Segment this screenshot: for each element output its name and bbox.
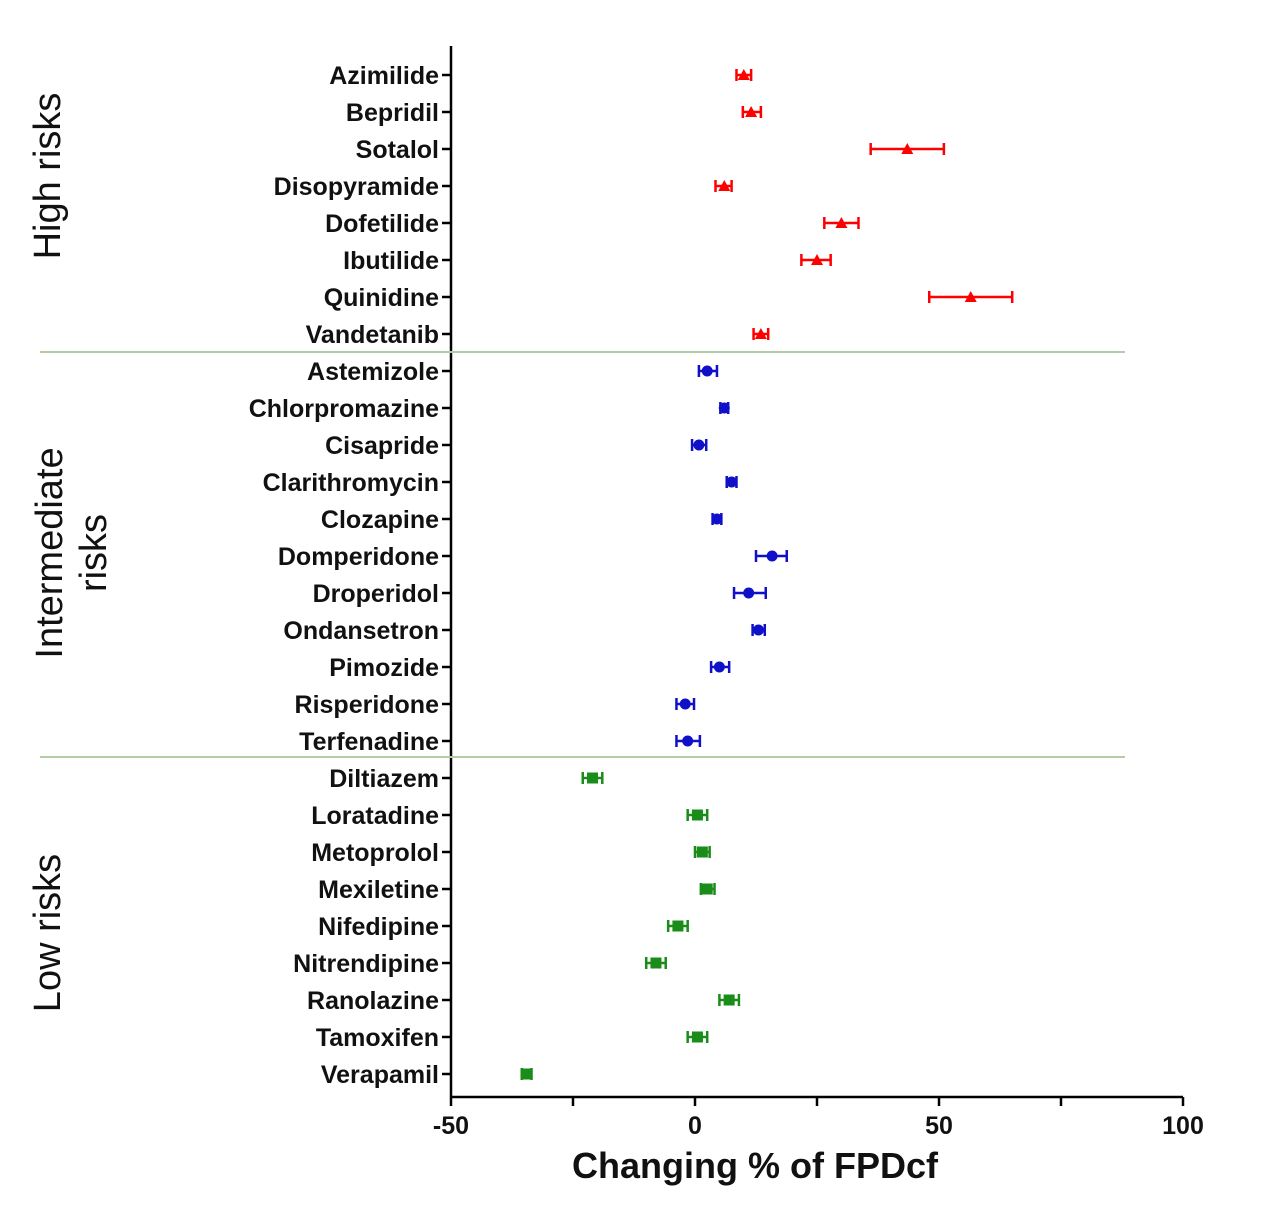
drug-label-azimilide: Azimilide — [329, 62, 439, 90]
drug-label-ibutilide: Ibutilide — [343, 247, 439, 275]
point-mexiletine — [701, 883, 713, 895]
point-azimilide — [737, 69, 750, 80]
drug-label-verapamil: Verapamil — [321, 1061, 439, 1089]
point-metoprolol — [696, 846, 708, 858]
point-risperidone — [679, 698, 691, 710]
drug-label-quinidine: Quinidine — [324, 284, 439, 312]
point-ranolazine — [723, 994, 735, 1006]
group-label-high-risks: High risks — [27, 93, 69, 260]
group-label-low-risks: Low risks — [27, 854, 69, 1012]
point-ondansetron — [752, 624, 764, 636]
point-tamoxifen — [691, 1031, 703, 1043]
drug-label-nitrendipine: Nitrendipine — [293, 950, 439, 978]
point-pimozide — [713, 661, 725, 673]
point-ibutilide — [811, 254, 823, 265]
group-label-intermediate-risks: Intermediaterisks — [29, 447, 115, 658]
drug-label-loratadine: Loratadine — [311, 802, 439, 830]
drug-label-dofetilide: Dofetilide — [325, 210, 439, 238]
x-tick-label: 100 — [1162, 1112, 1204, 1140]
x-tick-label: -50 — [433, 1112, 469, 1140]
drug-label-risperidone: Risperidone — [295, 691, 440, 719]
drug-label-cisapride: Cisapride — [325, 432, 439, 460]
point-quinidine — [964, 291, 977, 302]
point-sotalol — [901, 143, 914, 154]
point-astemizole — [701, 365, 713, 377]
x-tick-label: 0 — [688, 1112, 702, 1140]
point-verapamil — [521, 1068, 533, 1080]
drug-label-astemizole: Astemizole — [307, 358, 439, 386]
drug-label-mexiletine: Mexiletine — [318, 876, 439, 904]
drug-label-clozapine: Clozapine — [321, 506, 439, 534]
drug-label-pimozide: Pimozide — [329, 654, 439, 682]
point-disopyramide — [718, 180, 731, 191]
point-bepridil — [745, 106, 758, 117]
point-terfenadine — [682, 735, 694, 747]
point-clozapine — [711, 513, 723, 525]
drug-label-bepridil: Bepridil — [346, 99, 439, 127]
point-chlorpromazine — [718, 402, 730, 414]
point-nitrendipine — [650, 957, 662, 969]
point-cisapride — [693, 439, 705, 451]
drug-label-tamoxifen: Tamoxifen — [316, 1024, 439, 1052]
x-tick-label: 50 — [925, 1112, 953, 1140]
drug-label-terfenadine: Terfenadine — [299, 728, 439, 756]
drug-label-nifedipine: Nifedipine — [318, 913, 439, 941]
x-axis-label: Changing % of FPDcf — [572, 1145, 939, 1186]
point-nifedipine — [672, 920, 684, 932]
drug-label-sotalol: Sotalol — [356, 136, 439, 164]
drug-label-ranolazine: Ranolazine — [307, 987, 439, 1015]
point-vandetanib — [754, 328, 767, 339]
drug-label-vandetanib: Vandetanib — [306, 321, 439, 349]
point-diltiazem — [587, 772, 599, 784]
drug-label-chlorpromazine: Chlorpromazine — [249, 395, 439, 423]
point-dofetilide — [835, 217, 848, 228]
point-droperidol — [743, 587, 755, 599]
drug-label-ondansetron: Ondansetron — [283, 617, 439, 645]
drug-label-domperidone: Domperidone — [278, 543, 439, 571]
drug-label-diltiazem: Diltiazem — [329, 765, 439, 793]
drug-label-clarithromycin: Clarithromycin — [263, 469, 439, 497]
point-clarithromycin — [726, 476, 738, 488]
drug-label-droperidol: Droperidol — [313, 580, 439, 608]
drug-label-disopyramide: Disopyramide — [274, 173, 439, 201]
drug-label-metoprolol: Metoprolol — [311, 839, 439, 867]
point-loratadine — [691, 809, 703, 821]
point-domperidone — [766, 550, 778, 562]
